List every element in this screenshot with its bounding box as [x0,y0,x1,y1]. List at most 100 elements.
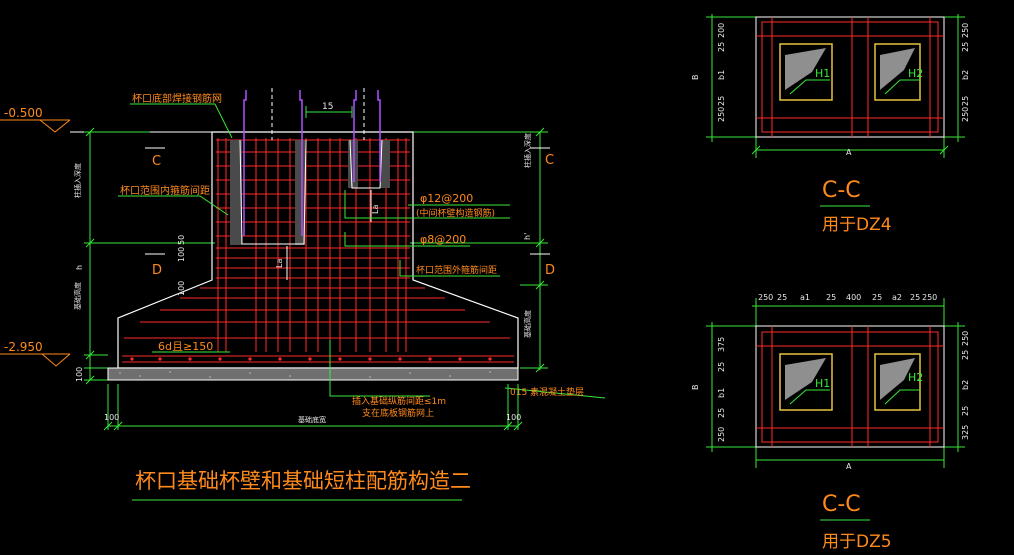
section-bottom-dim-right-1: 25 [961,406,970,416]
dim-h1: h' [523,233,532,240]
section-top-cup2 [874,43,921,101]
elevation-marker-top: -0.500 [0,106,215,133]
elevation-bottom-label: -2.950 [4,340,43,354]
section-c-right: C [545,153,554,168]
section-top-dims [706,14,965,158]
section-top-dims-left: 250 25 b1 25 200 [717,23,726,122]
section-bottom-leaders [789,389,920,405]
dimension-left [84,127,215,385]
section-top-dim-left-4: 200 [717,23,726,38]
cup-grout [230,140,390,245]
dim-100-cushion: 100 [75,367,84,382]
section-bottom-dim-left-1: 25 [717,408,726,418]
label-bottom-mesh: 杯口底部焊接钢筋网 [132,92,222,105]
rebar-hoops [122,139,514,363]
column-outline [271,88,365,140]
cup-foundation-elevation: -0.500 -2.950 柱插入深度 基础高度 h 100 [0,88,606,501]
section-top-dim-left-3: 25 [717,42,726,52]
section-top-dim-right-1: 25 [961,96,970,106]
elevation-top-label: -0.500 [4,106,43,120]
section-top-dim-right-3: 25 [961,42,970,52]
label-stirrup-spacing: 杯口范围内箍筋间距 [120,184,210,197]
section-bottom-dim-right-3: 25 [961,350,970,360]
dim-15: 15 [322,102,333,112]
section-bottom-dim-left-4: 375 [717,337,726,352]
section-bottom-fill2 [880,358,915,400]
dim-h: h [75,265,84,270]
la-markers [286,190,372,280]
label-phi8: φ8@200 [420,233,466,246]
section-bottom-dims [706,298,965,468]
section-top-dim-right-0: 250 [961,107,970,122]
section-top-label-b: B [691,75,700,81]
label-cushion: 015 素混凝土垫层 [510,386,584,398]
section-bottom-label-b: B [691,385,700,391]
section-bottom-title: C-C [822,492,861,517]
dim-right-upper: 柱插入深度 [523,133,532,168]
dim-left-lower: 基础高度 [73,282,82,310]
rebar-grid [217,138,407,352]
section-bottom-dim-top-1: 25 [777,293,787,302]
section-top-outline [755,16,945,138]
section-bottom-fill1 [785,358,826,400]
section-top-usage: 用于DZ4 [822,215,892,235]
section-bottom-dim-top-8: 250 [922,293,937,302]
annotation-leaders [118,103,606,399]
bottom-bar-dots [130,357,492,361]
section-bottom-hole2: H2 [908,371,923,384]
label-insert-1: 插入基础纵筋间距≤1m [352,395,446,407]
label-insert-2: 支在底板钢筋网上 [362,407,434,419]
dim-50: 50 [177,235,186,245]
dim-100-mid: 100 [177,247,186,262]
section-top-dim-right-4: 250 [961,23,970,38]
dimension-bottom [103,384,523,431]
label-outer-stirrup: 杯口范围外箍筋间距 [416,264,497,276]
section-c-left: C [152,154,161,169]
section-bottom-rebar [756,326,944,447]
label-6d: 6d且≥150 [158,340,213,353]
section-top-leaders [789,79,920,95]
section-bottom-dim-top-5: 25 [872,293,882,302]
section-top-dim-left-2: b1 [717,70,726,80]
section-bottom-dim-left-0: 250 [717,427,726,442]
section-d-left: D [152,263,162,278]
section-bottom-dim-right-2: b2 [961,380,970,390]
section-bottom-cup2 [874,353,921,411]
section-top-cup1 [779,43,833,101]
section-d-right: D [545,263,555,278]
section-bottom-dim-top-0: 250 [758,293,773,302]
dim-100-bottom-right: 100 [506,413,521,422]
dim-right-lower: 基础高度 [523,310,532,338]
section-bottom-dim-top-2: a1 [800,293,810,302]
section-bottom-dim-top-7: 25 [910,293,920,302]
column-bars [243,90,381,236]
section-top-label-a: A [846,148,852,157]
section-top-rebar [756,17,944,137]
dim-15-marker [305,106,353,118]
section-bottom-outline [755,325,945,448]
section-bottom-cup1 [779,353,833,411]
section-bottom-dim-top-6: a2 [892,293,902,302]
section-top-hole2: H2 [908,67,923,80]
section-bottom-dim-left-3: 25 [717,362,726,372]
section-top-hole1: H1 [815,67,830,80]
section-bottom-label-a: A [846,462,852,471]
section-top-title: C-C [822,178,861,203]
section-top-dim-left-1: 25 [717,96,726,106]
section-bottom-hole1: H1 [815,377,830,390]
section-bottom-dims-right: 325 25 b2 25 250 [961,331,970,440]
section-bottom-dim-left-2: b1 [717,388,726,398]
elevation-marker-bottom: -2.950 [0,340,71,367]
dim-100-bottom-left: 100 [104,413,119,422]
section-cc-dz4: H1 H2 A B 250 25 b1 25 200 250 25 b2 25 … [691,14,970,235]
section-top-fill1 [785,48,826,90]
cup-socket-outline [239,139,383,245]
concrete-cushion [107,367,519,381]
section-bottom-dim-right-0: 325 [961,425,970,440]
section-top-dim-right-2: b2 [961,70,970,80]
section-bottom-dims-left: 250 25 b1 25 375 [717,337,726,442]
dimension-right [410,127,548,373]
section-top-dims-right: 250 25 b2 25 250 [961,23,970,122]
section-cc-dz5: 250 25 a1 25 400 25 a2 25 250 H1 [691,293,970,552]
